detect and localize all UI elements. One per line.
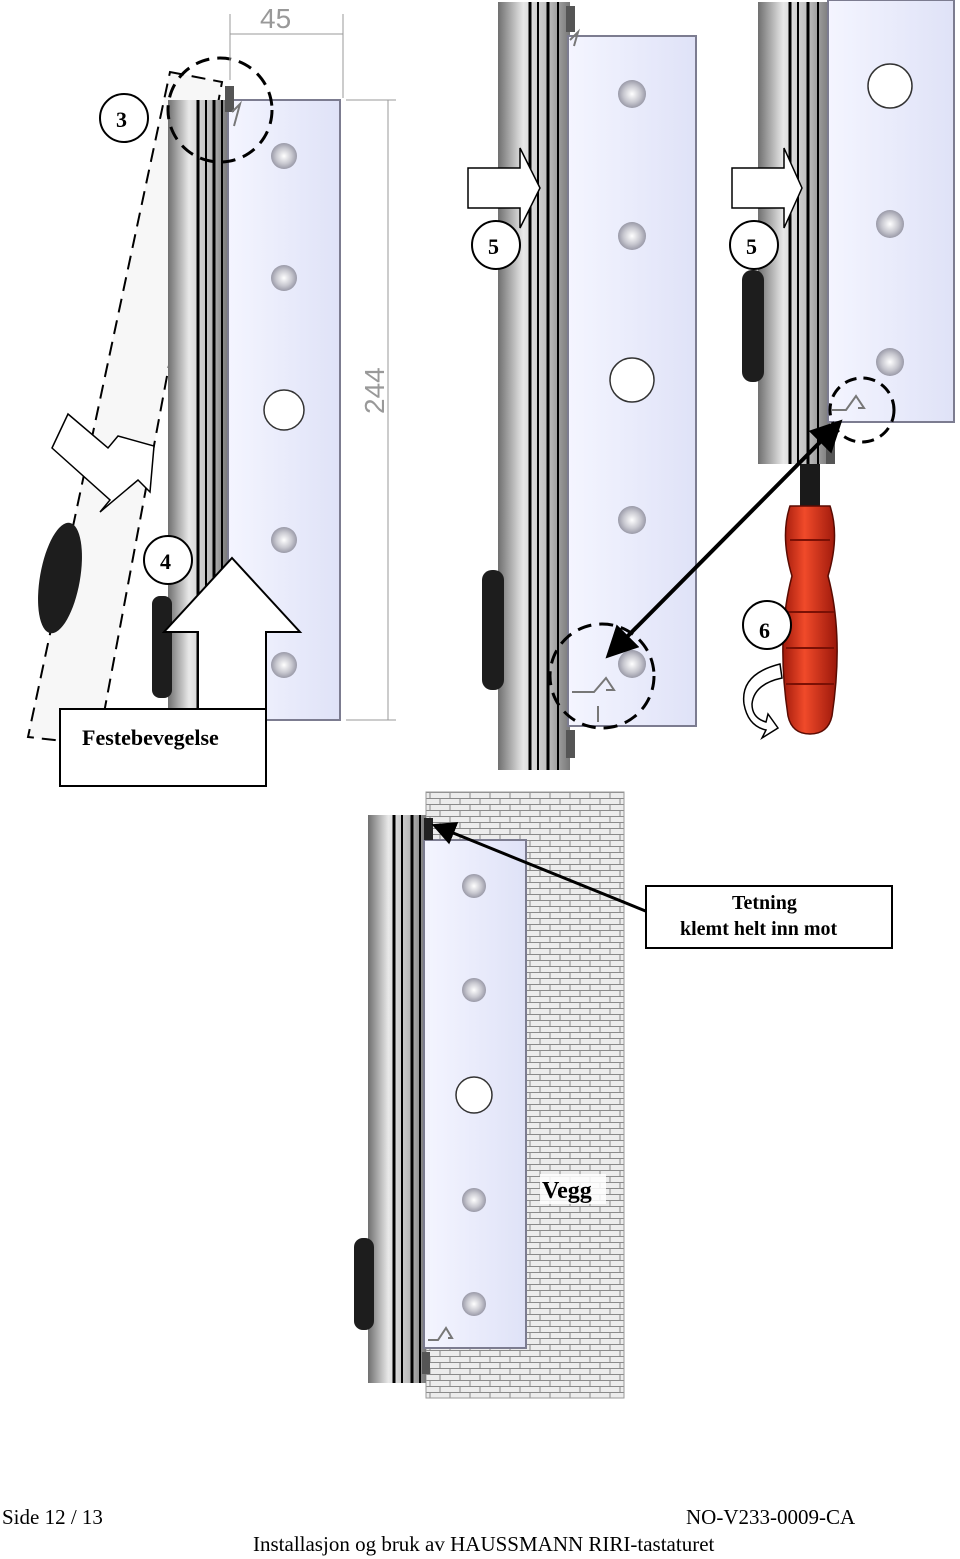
seal-strip <box>424 818 433 840</box>
step-3-badge <box>99 93 149 143</box>
page-number: Side 12 / 13 <box>2 1505 103 1529</box>
rotate-arrow-icon <box>742 663 783 741</box>
detail-circle-top <box>166 56 274 164</box>
vegg-label: Vegg <box>542 1178 592 1204</box>
svg-text:6: 6 <box>759 618 770 643</box>
keypad-frame <box>498 2 570 770</box>
keypad-button <box>38 522 82 634</box>
middle-illustration: 5 <box>467 2 697 770</box>
dimension-width: 45 <box>260 3 291 34</box>
side-button <box>354 1238 374 1330</box>
center-hole <box>867 63 913 109</box>
document-code: NO-V233-0009-CA <box>686 1505 856 1529</box>
detail-circle-clip <box>828 376 896 444</box>
step-5b-badge <box>729 220 779 270</box>
festebevegelse-label: Festebevegelse <box>82 725 219 750</box>
step-4-badge <box>143 535 193 585</box>
festebevegelse-box <box>59 708 267 787</box>
side-button <box>742 270 764 382</box>
dimension-height: 244 <box>359 367 390 414</box>
detail-link-arrow <box>605 419 843 659</box>
center-hole <box>455 1076 493 1114</box>
seal-pointer-arrow <box>431 822 649 914</box>
side-button <box>482 570 504 690</box>
svg-text:5: 5 <box>488 234 499 259</box>
keypad-frame <box>368 815 426 1383</box>
side-button <box>152 596 172 698</box>
push-arrow-5a <box>467 147 541 229</box>
left-illustration: 45 244 3 4 Festebevegelse <box>26 3 396 787</box>
screwdriver-icon <box>782 464 838 735</box>
center-hole <box>263 389 305 431</box>
tetning-label-line1: Tetning <box>732 892 797 914</box>
right-illustration: 5 6 <box>729 0 955 741</box>
svg-text:4: 4 <box>160 549 171 574</box>
svg-text:5: 5 <box>746 234 757 259</box>
step-5a-badge <box>471 220 521 270</box>
document-title: Installasjon og bruk av HAUSSMANN RIRI-t… <box>253 1532 715 1556</box>
tetning-box <box>645 885 893 949</box>
push-arrow-5b <box>731 147 803 229</box>
svg-text:3: 3 <box>116 107 127 132</box>
center-hole <box>609 357 655 403</box>
bottom-illustration: Vegg Tetning klemt helt inn mot <box>354 791 893 1399</box>
tetning-label-line2: klemt helt inn mot <box>680 918 838 940</box>
tilt-arrow <box>51 412 155 513</box>
detail-circle-bottom <box>548 622 656 730</box>
